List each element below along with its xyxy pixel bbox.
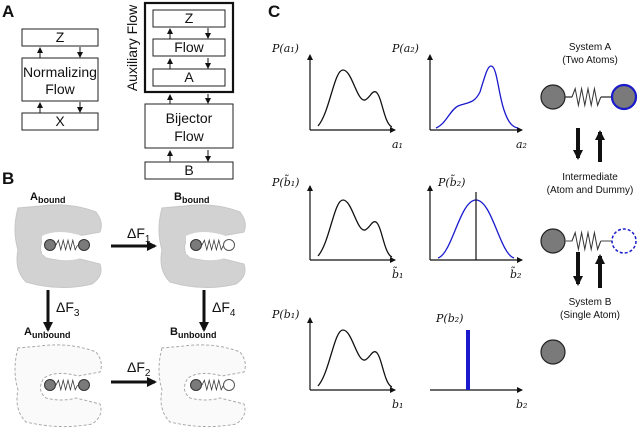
system-a-title: System A (569, 42, 612, 53)
spring-icon (55, 379, 79, 391)
a-unbound-label: Aunbound (24, 326, 70, 340)
normalizing-flow-box (21, 57, 99, 102)
spring-icon (201, 379, 225, 391)
aux-z-box (152, 9, 226, 28)
auxiliary-flow-label: Auxiliary Flow (124, 4, 140, 91)
data-x-label: X (55, 113, 65, 129)
auxiliary-flow-diagram: Auxiliary Flow Z Flow A Bijector Flow B (124, 1, 235, 180)
aux-flow-box (152, 38, 226, 57)
plot-p-a2: P(a₂) a₂ (391, 42, 527, 151)
x-axis-label: b₂ (516, 398, 527, 411)
df2-label: ΔF2 (127, 359, 151, 379)
intermediate-title: Intermediate (562, 172, 618, 183)
a-bound-complex (14, 204, 102, 289)
atom-icon (44, 379, 56, 391)
atom-icon (610, 83, 638, 111)
system-a-subtitle: (Two Atoms) (562, 55, 618, 66)
system-a-molecule (540, 83, 638, 111)
skewed-curve (435, 65, 519, 129)
data-x-box (21, 112, 99, 131)
aux-flow-label: Flow (174, 39, 204, 55)
panel-a-label: A (2, 2, 14, 21)
x-axis-label: b₁ (392, 398, 403, 411)
bijector-flow-label-line1: Bijector (166, 110, 213, 126)
df1-label: ΔF1 (127, 225, 151, 245)
bimodal-curve (317, 199, 393, 258)
b-unbound-label: Bunbound (170, 326, 216, 340)
x-axis-label: a₁ (392, 138, 403, 151)
y-axis-label: P(b̃₂) (437, 175, 465, 189)
spring-icon (571, 231, 602, 251)
spring-icon (571, 87, 602, 107)
y-axis-label: P(b₁) (271, 308, 299, 321)
plot-p-b1: P(b₁) b₁ (271, 308, 403, 411)
y-axis-label: P(a₂) (391, 42, 419, 55)
y-axis-label: P(b₂) (435, 312, 463, 325)
b-unbound-complex (158, 344, 246, 428)
panel-b-label: B (2, 169, 14, 188)
normalizing-flow-label-line2: Flow (45, 81, 75, 97)
atom-icon (190, 379, 202, 391)
intermediate-molecule (540, 228, 637, 254)
system-b-title: System B (569, 297, 612, 308)
atom-icon (78, 379, 90, 391)
b-bound-label: Bbound (174, 191, 209, 205)
y-axis-label: P(a₁) (271, 42, 299, 55)
latent-z-box (21, 28, 99, 47)
protein-outline-dashed (158, 344, 246, 428)
a-bound-label: Abound (30, 191, 65, 205)
plot-p-b1-tilde: P(b̃₁) b̃₁ (271, 175, 403, 281)
atom-icon (44, 239, 56, 251)
normalizing-flow-diagram: Z Normalizing Flow X (21, 28, 99, 131)
bijector-flow-label-line2: Flow (174, 128, 204, 144)
data-b-box (144, 161, 234, 180)
plot-p-a1: P(a₁) a₁ (271, 42, 403, 151)
atom-icon (78, 239, 90, 251)
atom-icon (190, 239, 202, 251)
intermediate-subtitle: (Atom and Dummy) (547, 185, 634, 196)
system-b-subtitle: (Single Atom) (560, 310, 620, 321)
df4-label: ΔF4 (212, 299, 236, 319)
plot-p-b2: P(b₂) b₂ (430, 312, 527, 411)
data-b-label: B (184, 162, 193, 178)
latent-z-label: Z (56, 29, 65, 45)
atom-icon (540, 339, 566, 365)
dummy-atom-icon (223, 379, 235, 391)
dummy-atom-icon (611, 228, 637, 254)
system-b-molecule (540, 339, 566, 365)
x-axis-label: a₂ (516, 138, 527, 151)
df3-label: ΔF3 (56, 299, 80, 319)
y-axis-label: P(b̃₁) (271, 175, 299, 189)
aux-z-label: Z (185, 10, 194, 26)
aux-a-label: A (184, 69, 194, 85)
bimodal-curve (317, 69, 393, 128)
normalizing-flow-label-line1: Normalizing (23, 64, 97, 80)
x-axis-label: b̃₁ (392, 267, 403, 281)
plot-p-b2-tilde: P(b̃₂) b̃₂ (427, 175, 523, 281)
b-bound-complex (158, 204, 246, 289)
panel-c-label: C (268, 2, 280, 21)
bijector-flow-box (144, 103, 234, 149)
auxiliary-flow-frame (143, 1, 235, 94)
atom-icon (540, 84, 566, 110)
protein-outline-dashed (14, 344, 102, 428)
dummy-atom-icon (223, 239, 235, 251)
aux-a-box (152, 68, 226, 87)
x-axis-label: b̃₂ (510, 267, 521, 281)
a-unbound-complex (14, 344, 102, 428)
atom-icon (540, 228, 566, 254)
bimodal-curve (317, 329, 393, 388)
